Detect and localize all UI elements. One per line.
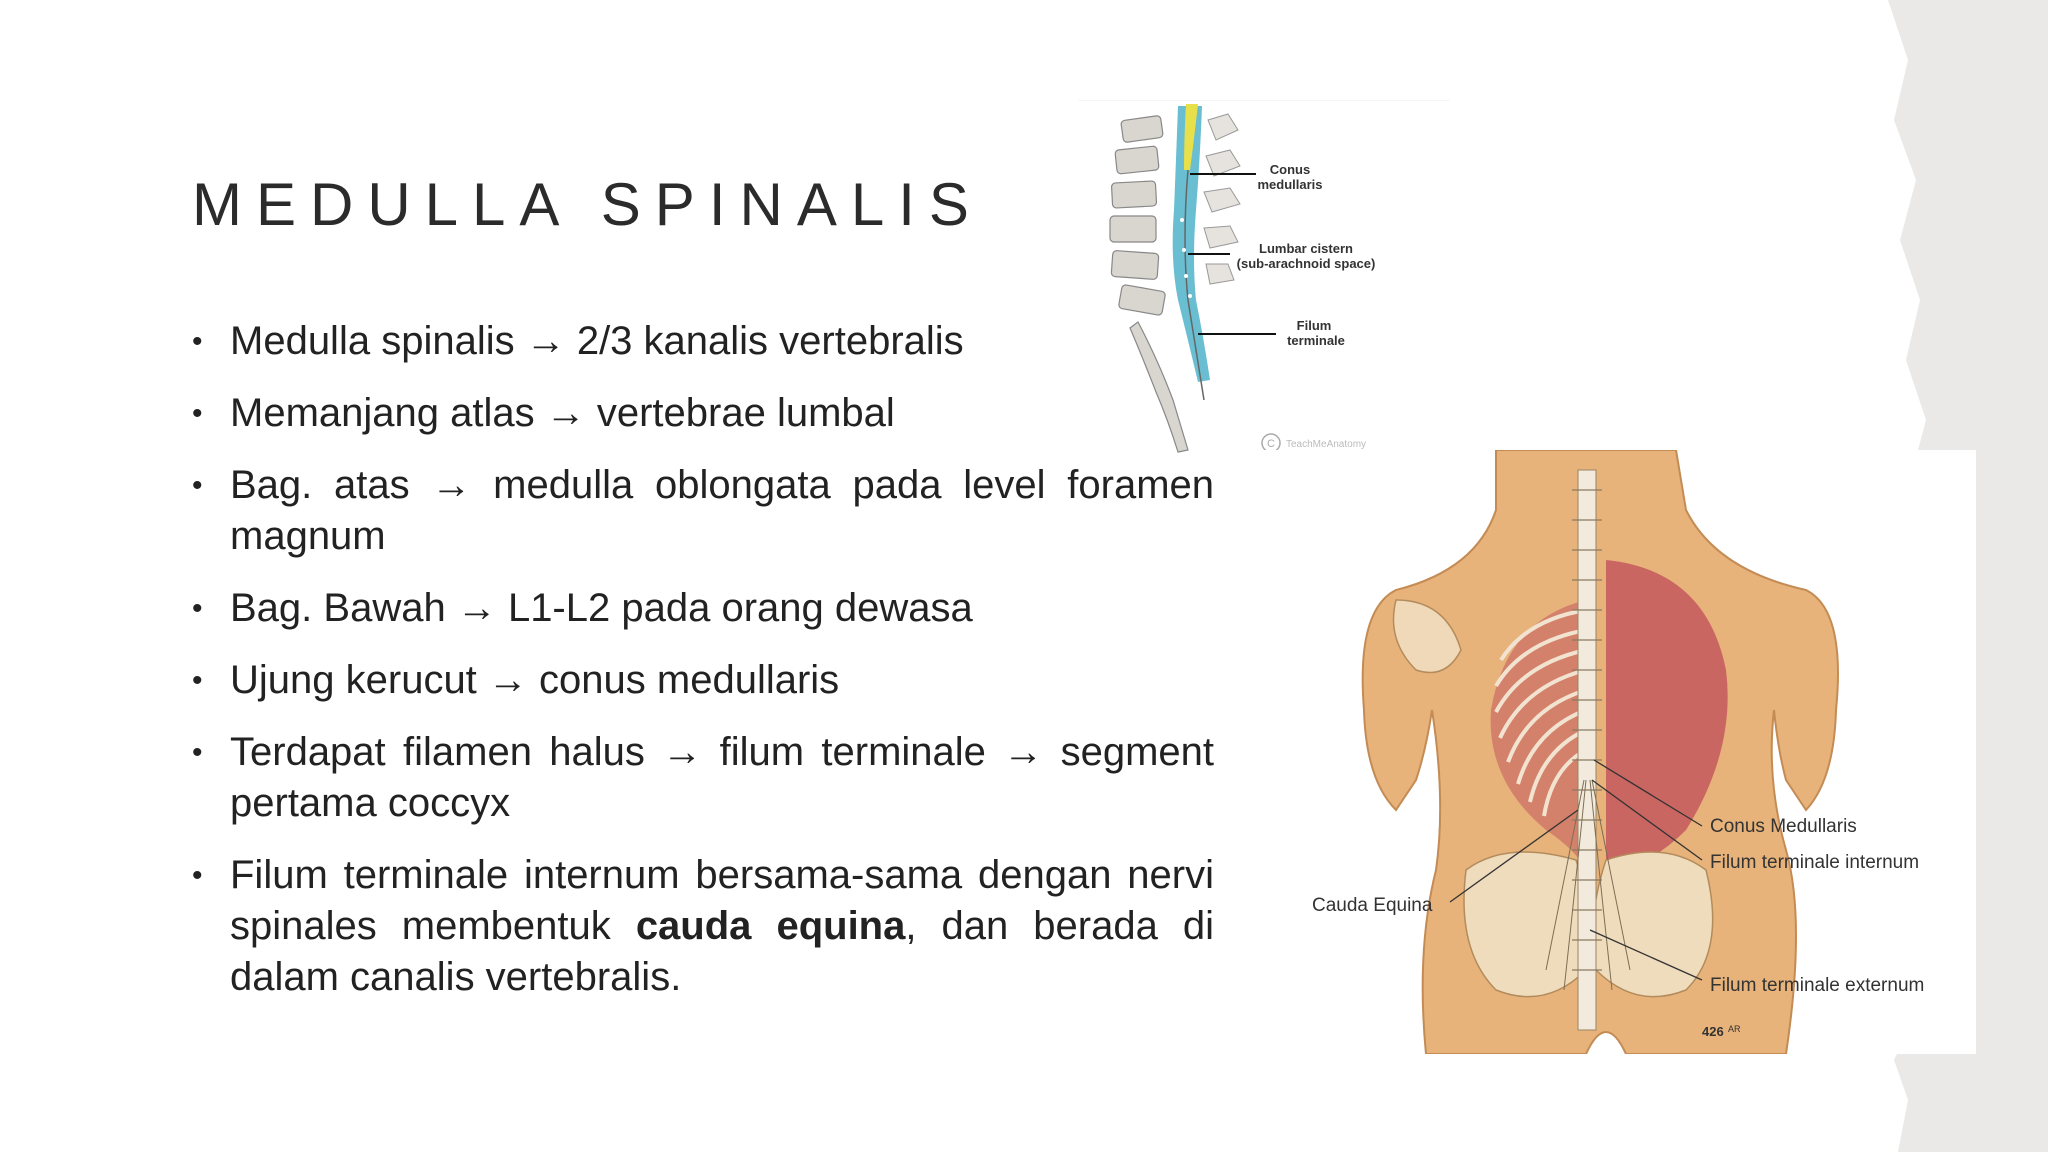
- arrow-icon: →: [456, 586, 497, 630]
- arrow-icon: →: [1003, 730, 1044, 774]
- arrow-icon: →: [525, 319, 566, 363]
- posterior-spine-figure: Conus Medullaris Filum terminale internu…: [1246, 450, 1976, 1054]
- watermark-text: TeachMeAnatomy: [1286, 439, 1366, 450]
- bullet-dot: •: [192, 397, 203, 430]
- ribs: [1494, 608, 1587, 817]
- label-conus-1: Conus: [1270, 162, 1310, 177]
- list-item: • Medulla spinalis → 2/3 kanalis vertebr…: [192, 316, 1214, 367]
- bullet-dot: •: [192, 469, 203, 502]
- label-conus-2: medullaris: [1257, 177, 1322, 192]
- spinous-processes: [1203, 113, 1241, 285]
- list-item: • Terdapat filamen halus → filum termina…: [192, 727, 1214, 829]
- arrow-icon: →: [487, 658, 528, 702]
- spinal-cord: [1184, 104, 1198, 170]
- vertebra-lines: [1572, 489, 1602, 971]
- csf-canal: [1172, 106, 1210, 382]
- plate-number: 426: [1702, 1024, 1724, 1039]
- bullet-dot: •: [192, 325, 203, 358]
- left-thorax: [1490, 600, 1586, 870]
- spinal-column: [1577, 469, 1597, 1031]
- plate-suffix: AR: [1728, 1024, 1741, 1034]
- leader-lines: [1449, 759, 1703, 981]
- vertebrae-illustration: [1109, 115, 1189, 453]
- bullet-dot: •: [192, 592, 203, 625]
- label-cauda-equina: Cauda Equina: [1312, 895, 1433, 916]
- label-filum-internum: Filum terminale internum: [1710, 852, 1919, 873]
- svg-text:C: C: [1267, 438, 1275, 450]
- bullet-list: • Medulla spinalis → 2/3 kanalis vertebr…: [192, 316, 1214, 1024]
- label-filum-2: terminale: [1287, 333, 1345, 348]
- lung-muscle: [1606, 560, 1728, 870]
- bullet-dot: •: [192, 859, 203, 892]
- list-item: • Memanjang atlas → vertebrae lumbal: [192, 388, 1214, 439]
- bullet-dot: •: [192, 664, 203, 697]
- label-filum-externum: Filum terminale externum: [1710, 975, 1924, 996]
- cauda-equina-term: cauda equina: [635, 904, 906, 948]
- arrow-icon: →: [431, 463, 472, 507]
- label-cistern-2: (sub-arachnoid space): [1237, 256, 1376, 271]
- bullet-dot: •: [192, 736, 203, 769]
- filum-line: [1184, 169, 1205, 401]
- slide-title: MEDULLA SPINALIS: [192, 171, 983, 238]
- sagittal-spine-figure: Conus medullaris Lumbar cistern (sub-ara…: [1078, 100, 1450, 453]
- arrow-icon: →: [545, 391, 586, 435]
- scapula-left: [1392, 599, 1462, 674]
- label-filum-1: Filum: [1297, 318, 1332, 333]
- list-item: • Ujung kerucut → conus medullaris: [192, 655, 1214, 706]
- list-item: • Bag. atas → medulla oblongata pada lev…: [192, 460, 1214, 562]
- nerve-roots: [1180, 218, 1192, 298]
- list-item: • Filum terminale internum bersama-sama …: [192, 850, 1214, 1003]
- label-conus-medullaris: Conus Medullaris: [1710, 816, 1857, 837]
- label-cistern-1: Lumbar cistern: [1259, 241, 1353, 256]
- arrow-icon: →: [662, 730, 703, 774]
- list-item: • Bag. Bawah → L1-L2 pada orang dewasa: [192, 583, 1214, 634]
